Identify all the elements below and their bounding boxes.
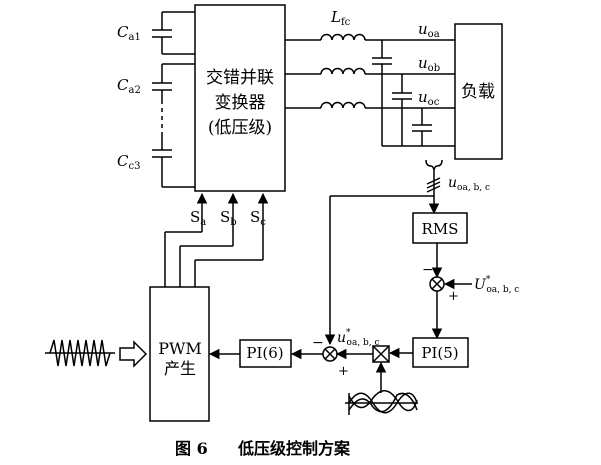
sum1-minus: −: [422, 262, 434, 278]
reference-label: U*oa, b, c: [474, 275, 519, 295]
converter-label-3: (低压级): [208, 118, 272, 138]
rms-block: [412, 212, 468, 244]
converter-label-1: 交错并联: [206, 68, 274, 88]
figure-number: 图 6: [175, 439, 208, 458]
sine-wave-icon: [348, 392, 418, 414]
rms-label: RMS: [422, 220, 459, 238]
sense-brace: [425, 159, 443, 171]
filter-capacitors: [372, 40, 455, 147]
cap-ca1-label: Ca1: [117, 23, 141, 43]
pwm-label-2: 产生: [164, 359, 196, 378]
sum2-plus: +: [338, 364, 349, 379]
cap-cc3-label: Cc3: [117, 152, 140, 172]
output-lines: [285, 33, 455, 109]
sum2-minus: −: [312, 335, 324, 351]
output-uob-label: uob: [418, 54, 440, 74]
feedback-label: uoa, b, c: [448, 175, 490, 193]
output-uoc-label: uoc: [418, 88, 440, 108]
figure-title: 低压级控制方案: [237, 439, 351, 458]
pi5-label: PI(5): [421, 344, 458, 362]
converter-label-2: 变换器: [215, 93, 266, 113]
hollow-arrow-icon: [119, 340, 148, 368]
pwm-label-1: PWM: [158, 339, 202, 358]
inductor-label: Lfc: [330, 8, 351, 28]
capacitor-bank: [152, 11, 195, 188]
load-block: [454, 23, 503, 160]
sum1-plus: +: [448, 289, 459, 304]
switch-sc-label: Sc: [250, 208, 266, 228]
cap-ca2-label: Ca2: [117, 76, 141, 96]
pi6-label: PI(6): [246, 344, 283, 362]
switch-lines: [164, 192, 269, 287]
load-label: 负载: [461, 82, 495, 102]
carrier-wave-icon: [49, 339, 111, 367]
switch-sb-label: Sb: [220, 208, 237, 228]
output-uoa-label: uoa: [418, 20, 440, 40]
converter-block: [194, 4, 286, 192]
ref-voltage-label: u*oa, b, c: [337, 328, 380, 348]
switch-sa-label: Sa: [190, 208, 206, 228]
